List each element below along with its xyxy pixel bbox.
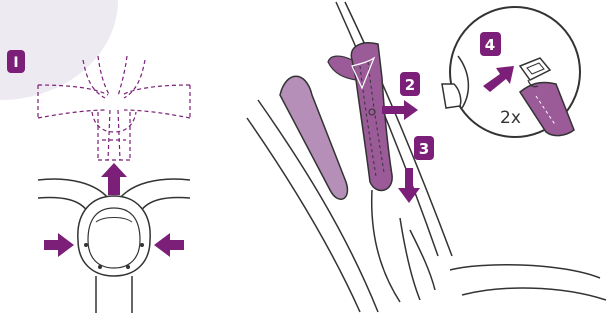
arrow-right-icon [44,233,74,257]
step-2-arrow-icon [382,100,418,120]
harness-buckle [78,196,150,313]
side-bolster [280,76,347,199]
step-1-number: I [13,55,18,71]
step-2-number: 2 [405,76,415,94]
step-2-4-group: 2 3 4 2x [247,2,606,312]
step-4-number: 4 [485,36,495,54]
arrow-up-icon [101,163,127,195]
repeat-count-label: 2x [500,108,521,128]
arrow-left-icon [154,233,184,257]
step-3-number: 3 [419,140,429,158]
